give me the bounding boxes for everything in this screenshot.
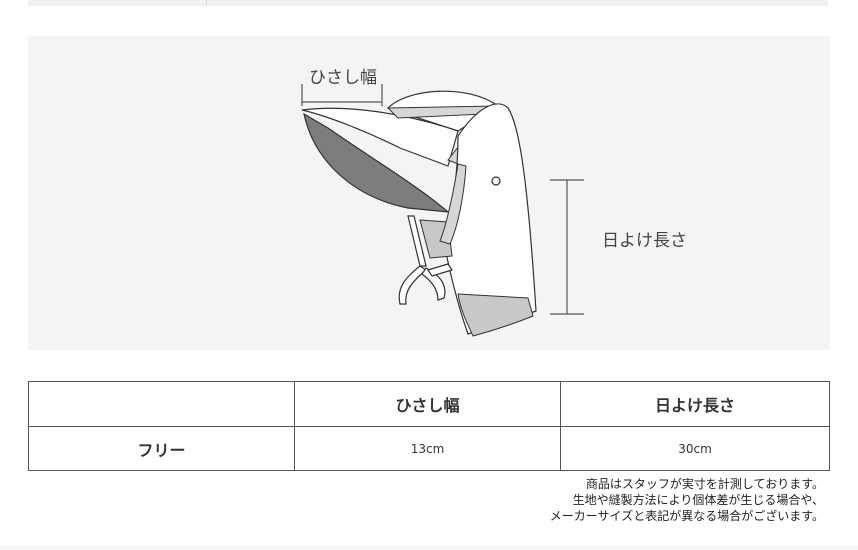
hat-brim: [301, 107, 459, 167]
table-header-shade: 日よけ長さ: [560, 381, 830, 427]
brim-width-label: ひさし幅: [309, 68, 377, 88]
note-line: 商品はスタッフが実寸を計測しております。: [585, 477, 824, 491]
measurement-notes: 商品はスタッフが実寸を計測しております。 生地や縫製方法により個体差が生じる場合…: [550, 476, 824, 524]
hat-illustration: [301, 84, 584, 337]
table-row-label: フリー: [28, 426, 295, 471]
table-row: フリー 13cm 30cm: [28, 426, 830, 471]
brim-dimension-line: [301, 84, 383, 106]
table-header-row: ひさし幅 日よけ長さ: [28, 381, 830, 427]
size-table: ひさし幅 日よけ長さ フリー 13cm 30cm: [28, 381, 830, 471]
shade-dimension-line: [550, 179, 584, 315]
table-cell-shade: 30cm: [560, 426, 830, 471]
bottom-strip: [0, 546, 858, 550]
note-line: メーカーサイズと表記が異なる場合がございます。: [549, 509, 824, 523]
top-strip-divider: [206, 0, 207, 6]
snap-button: [491, 176, 501, 186]
table-header-brim: ひさし幅: [294, 381, 561, 427]
hat-brim-underside: [303, 112, 450, 213]
table-cell-brim: 13cm: [294, 426, 561, 471]
table-header-empty: [28, 381, 295, 427]
note-line: 生地や縫製方法により個体差が生じる場合や、: [572, 493, 824, 507]
hat-diagram-panel: ひさし幅 日よけ長さ: [28, 36, 830, 350]
ribbon-ties: [398, 215, 453, 305]
shade-length-label: 日よけ長さ: [602, 231, 687, 251]
top-strip: [28, 0, 828, 6]
shade-mesh: [457, 293, 534, 337]
